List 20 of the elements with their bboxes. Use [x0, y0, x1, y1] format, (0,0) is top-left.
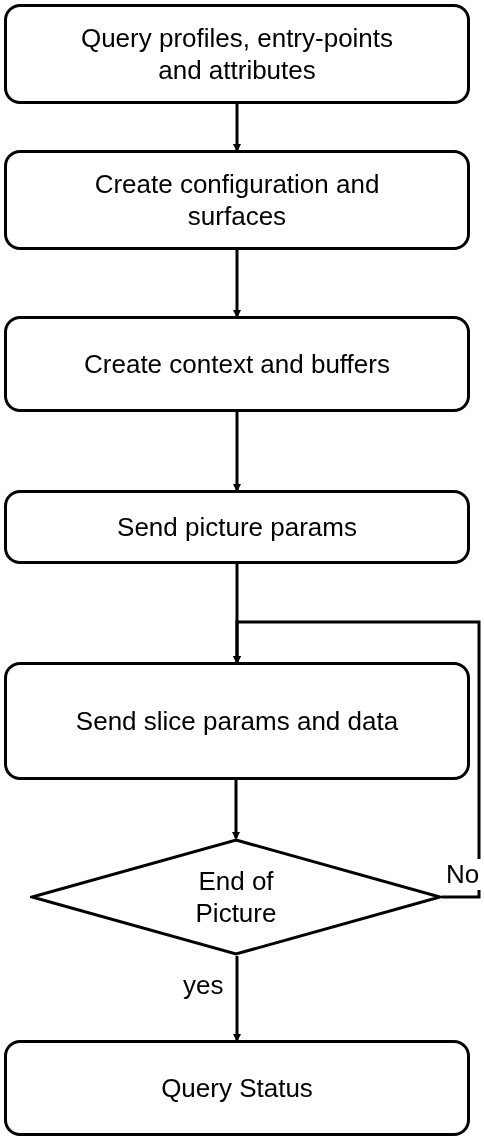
- decision-diamond: [30, 838, 442, 956]
- arrow: [233, 250, 241, 318]
- node-text: End of Picture: [194, 864, 278, 930]
- process-box: [4, 4, 470, 104]
- arrow: [233, 620, 481, 899]
- arrow: [232, 780, 240, 840]
- node-text: Send picture params: [117, 510, 357, 544]
- arrow: [233, 104, 241, 152]
- node-text: Create configuration and surfaces: [93, 167, 381, 233]
- process-box: [4, 150, 470, 250]
- process-box: [4, 1040, 470, 1136]
- arrow: [233, 956, 241, 1042]
- process-box: [4, 662, 470, 780]
- arrow: [233, 412, 241, 492]
- process-box: [4, 316, 470, 412]
- process-box: [4, 490, 470, 564]
- node-text: Query Status: [161, 1071, 313, 1105]
- node-text: Create context and buffers: [84, 347, 390, 381]
- node-text: Query profiles, entry-points and attributes: [79, 21, 395, 87]
- node-text: Send slice params and data: [75, 704, 399, 738]
